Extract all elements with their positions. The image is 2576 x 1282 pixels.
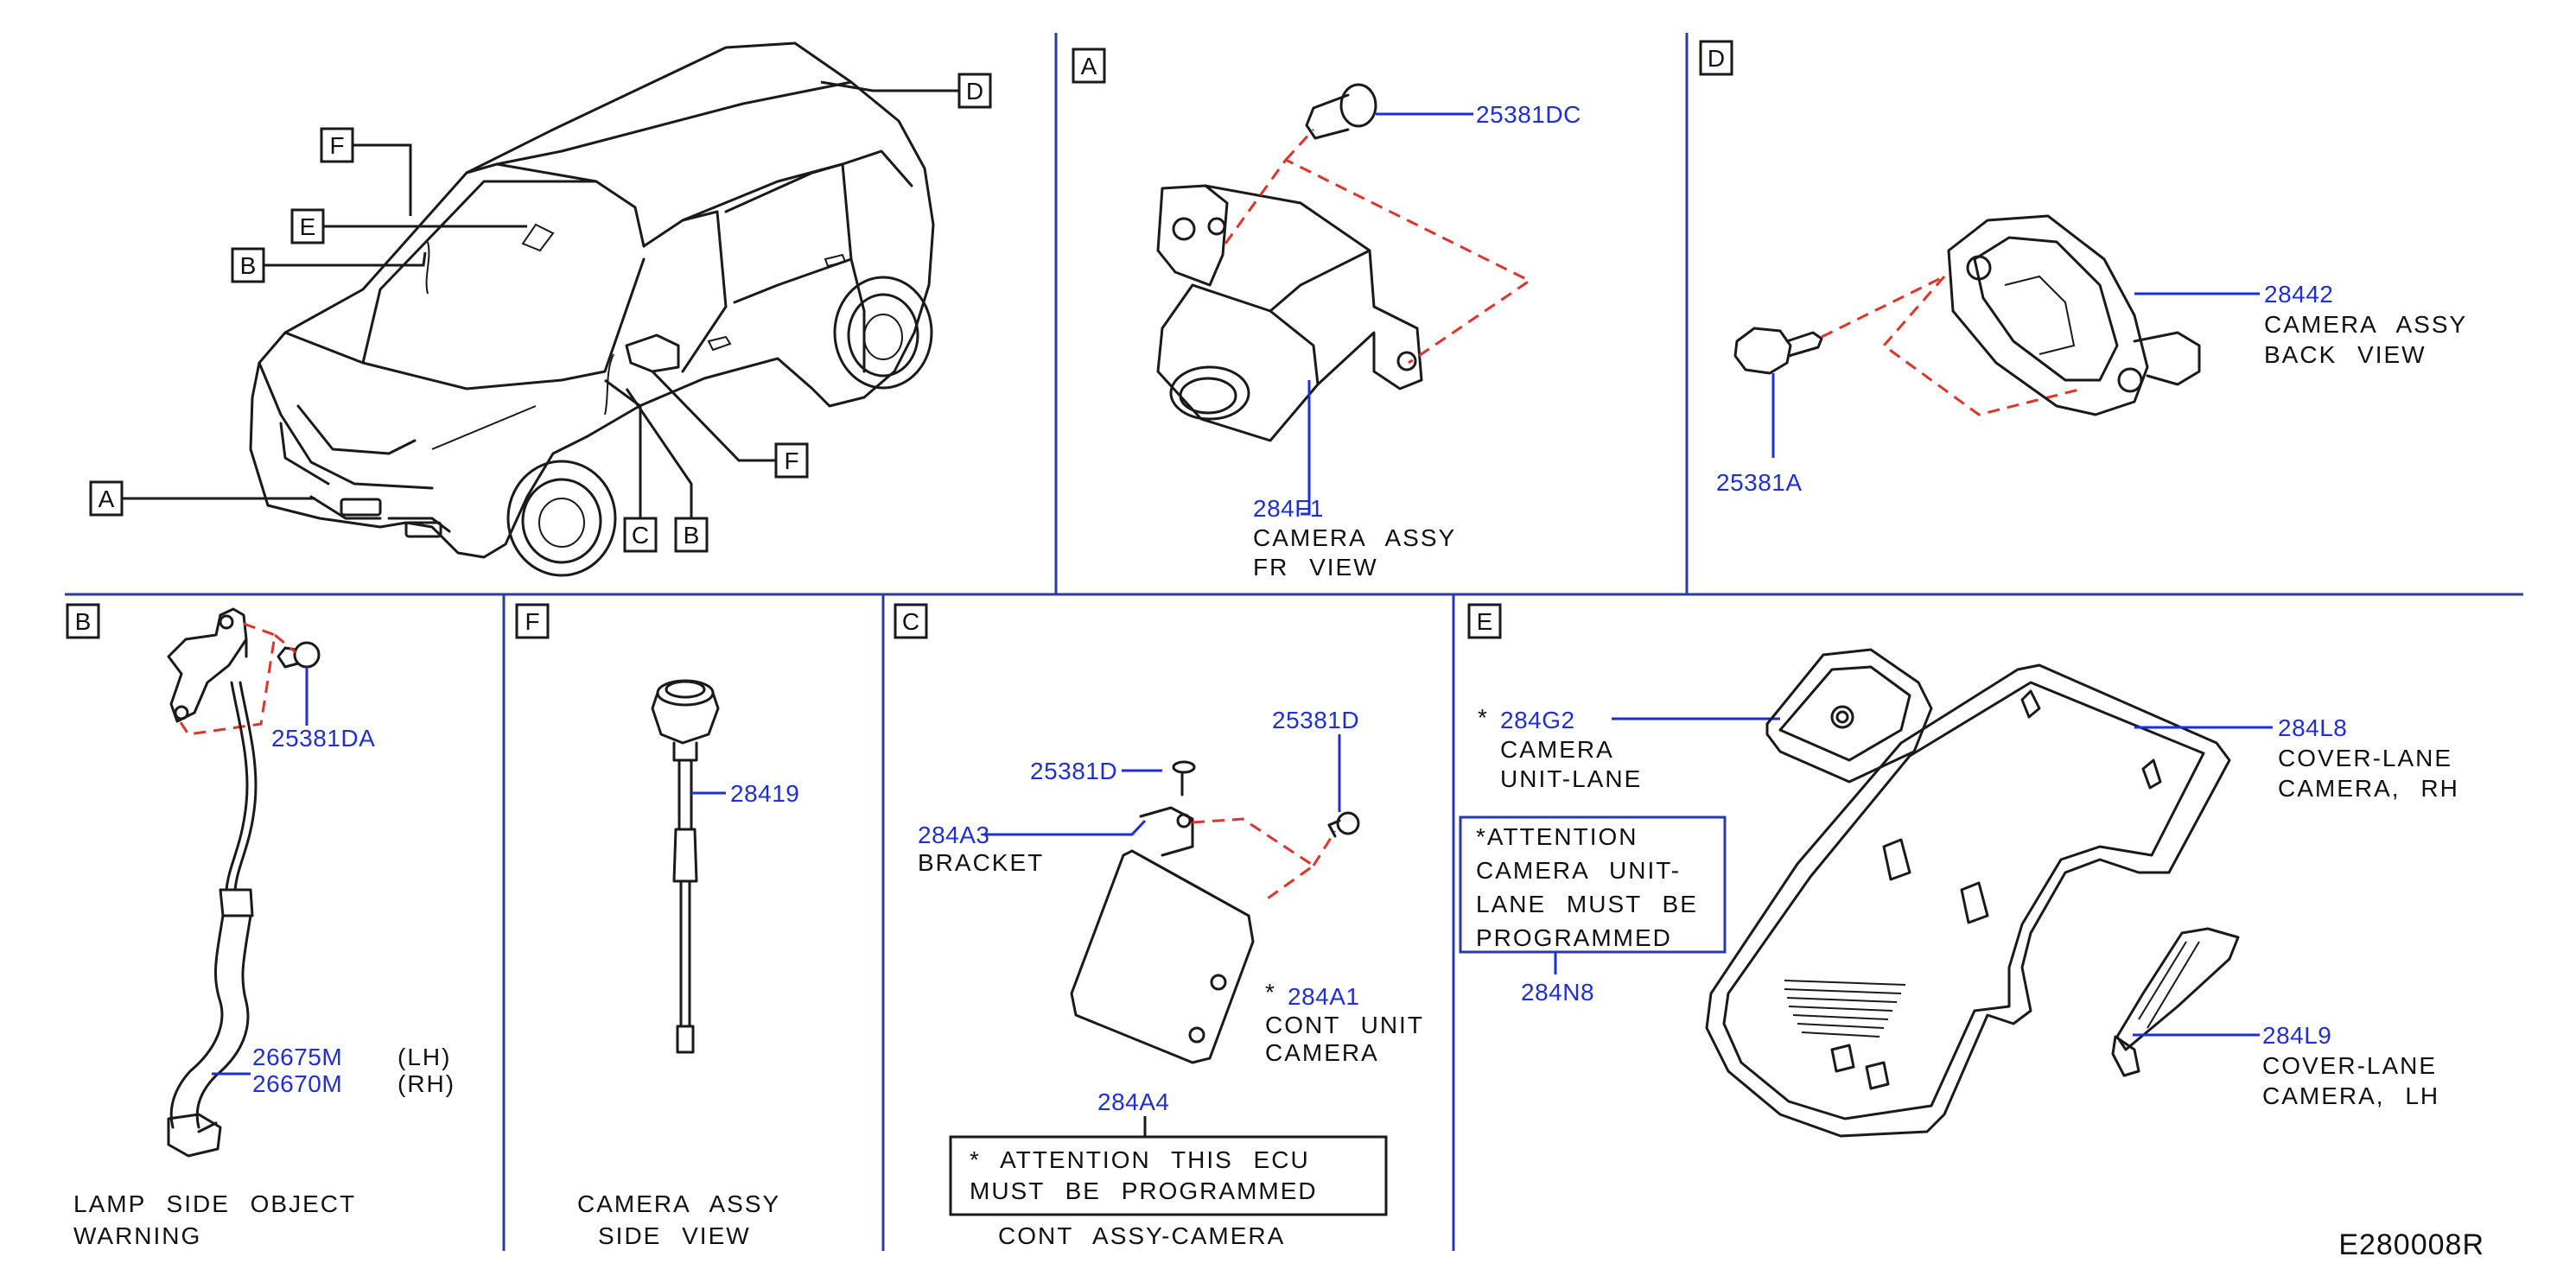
- bracket-284a3-pn: 284A3: [918, 822, 989, 848]
- camera-lane-desc-2: UNIT-LANE: [1500, 765, 1642, 792]
- harness-lh-pn: 26675M: [252, 1044, 342, 1070]
- camera-284f1-desc-2: FR VIEW: [1253, 554, 1378, 581]
- bracket-284a3-desc: BRACKET: [918, 849, 1044, 876]
- camera-28442-desc-1: CAMERA ASSY: [2264, 311, 2467, 338]
- cover-lane-lh-desc-2: CAMERA, LH: [2262, 1082, 2439, 1109]
- clip-25381da-pn: 25381DA: [271, 725, 375, 752]
- section-b-caption-2: WARNING: [73, 1222, 201, 1249]
- cont-unit-desc-1: CONT UNIT: [1265, 1012, 1424, 1038]
- camera-28419-pn: 28419: [730, 780, 799, 807]
- attention-lane-box: [1459, 816, 1727, 954]
- section-f-caption-2: SIDE VIEW: [598, 1222, 751, 1249]
- attention-ecu-line-1: * ATTENTION THIS ECU: [970, 1146, 1310, 1173]
- section-dividers: [65, 33, 2523, 1251]
- section-b-tag: B: [75, 608, 92, 635]
- front-camera-part: [1156, 184, 1423, 442]
- side-warning-harness-part: [167, 681, 258, 1158]
- section-c-tag: C: [902, 608, 919, 635]
- section-f-tag: F: [525, 608, 539, 635]
- clip-25381d-left-pn: 25381D: [1030, 758, 1117, 784]
- clip-25381dc-pn: 25381DC: [1476, 101, 1581, 128]
- cover-lane-rh-desc-1: COVER-LANE: [2278, 745, 2452, 771]
- section-a-tag: A: [1081, 53, 1097, 79]
- callout-b-lower: B: [684, 522, 700, 549]
- cover-lane-lh-part: [2111, 927, 2240, 1077]
- attention-lane-line-1: *ATTENTION: [1476, 823, 1638, 850]
- back-camera-part: [1947, 214, 2201, 416]
- camera-284f1-pn: 284F1: [1253, 495, 1324, 522]
- harness-lh-side: (LH): [398, 1044, 451, 1070]
- clip-25381d-left-part: [1172, 760, 1196, 796]
- harness-rh-side: (RH): [398, 1070, 455, 1097]
- camera-28442-desc-2: BACK VIEW: [2264, 341, 2427, 368]
- cont-unit-camera-part: [1070, 806, 1255, 1064]
- cover-lane-lh-284l9-pn: 284L9: [2262, 1022, 2331, 1049]
- clip-25381dc-part: [1305, 83, 1377, 140]
- camera-lane-part: [1765, 648, 1933, 784]
- side-camera-part: [651, 679, 720, 1054]
- callout-d: D: [966, 78, 983, 105]
- camera-28442-pn: 28442: [2264, 281, 2333, 308]
- section-d-tag: D: [1708, 45, 1725, 72]
- clip-25381d-right-pn: 25381D: [1272, 707, 1359, 733]
- cover-lane-rh-284l8-pn: 284L8: [2278, 714, 2347, 741]
- drawing-code: E280008R: [2338, 1228, 2484, 1261]
- vehicle-overview: [249, 41, 935, 577]
- camera-lane-mark: *: [1478, 704, 1487, 731]
- camera-lane-desc-1: CAMERA: [1500, 736, 1614, 763]
- attention-lane-line-3: LANE MUST BE: [1476, 891, 1698, 917]
- section-e: E * 284G2 CAMERA UNIT-LANE *ATTENTION CA…: [1459, 603, 2459, 1138]
- callout-b: B: [240, 252, 257, 279]
- section-f: F 28419 CAMERA ASSY SIDE VIEW: [515, 603, 799, 1249]
- bolt-25381a-part: [1733, 327, 1823, 375]
- callout-e: E: [300, 213, 316, 240]
- section-c: C 25381D 25381D 284A3 BRACKET * 284A1 CO…: [894, 603, 1424, 1249]
- cont-unit-desc-2: CAMERA: [1265, 1039, 1379, 1066]
- callout-c: C: [632, 522, 649, 549]
- attention-ecu-line-2: MUST BE PROGRAMMED: [970, 1177, 1318, 1204]
- attention-ecu-box: [949, 1135, 1388, 1216]
- section-e-tag: E: [1477, 608, 1493, 635]
- cont-assy-284a4-pn: 284A4: [1097, 1088, 1169, 1115]
- camera-lane-284g2-pn: 284G2: [1500, 707, 1575, 733]
- harness-rh-pn: 26670M: [252, 1070, 342, 1097]
- cover-lane-rh-desc-2: CAMERA, RH: [2278, 775, 2459, 802]
- callout-f-lower: F: [784, 447, 798, 474]
- cont-unit-mark: *: [1265, 979, 1275, 1006]
- clip-25381d-right-part: [1327, 811, 1360, 838]
- callout-a: A: [99, 486, 115, 512]
- callout-f: F: [329, 132, 344, 159]
- attention-lane-line-2: CAMERA UNIT-: [1476, 857, 1681, 884]
- section-f-caption-1: CAMERA ASSY: [577, 1190, 780, 1217]
- section-c-caption: CONT ASSY-CAMERA: [998, 1222, 1285, 1249]
- attention-lane-284n8-pn: 284N8: [1521, 979, 1594, 1006]
- cover-lane-rh-part: [1705, 663, 2231, 1138]
- bolt-25381a-pn: 25381A: [1716, 469, 1803, 496]
- section-d: D 25381A 28442 CAMERA ASSY BACK VIEW: [1699, 40, 2467, 496]
- section-b-caption-1: LAMP SIDE OBJECT: [73, 1190, 356, 1217]
- overview-callouts: A B C B D E F F: [89, 73, 992, 553]
- section-b: B 25381DA 26675M (LH) 2667: [66, 603, 455, 1249]
- cover-lane-lh-desc-1: COVER-LANE: [2262, 1052, 2437, 1079]
- cont-unit-284a1-pn: 284A1: [1288, 983, 1359, 1010]
- clip-25381da-part: [277, 641, 321, 669]
- side-warning-bracket-part: [167, 607, 248, 723]
- section-a: A 25381DC 284F1 CAMERA ASSY FR VIEW: [1072, 48, 1581, 581]
- camera-284f1-desc-1: CAMERA ASSY: [1253, 524, 1456, 551]
- attention-lane-line-4: PROGRAMMED: [1476, 924, 1672, 951]
